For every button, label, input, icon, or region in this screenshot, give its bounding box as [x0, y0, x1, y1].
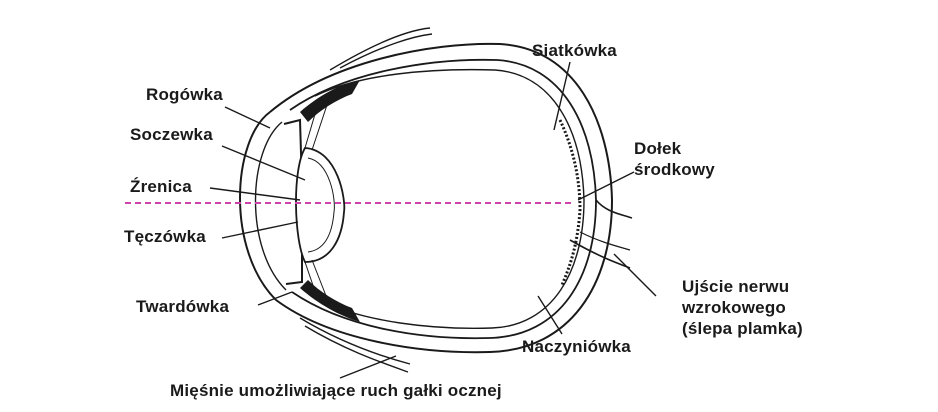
label-dolek-srodkowy: Dołek środkowy — [634, 138, 715, 180]
label-rogowka: Rogówka — [146, 85, 223, 104]
leader-miesnie — [339, 355, 397, 379]
label-nerw-line3: (ślepa plamka) — [682, 319, 803, 338]
leader-twardowka — [257, 291, 293, 306]
leader-naczyniowka — [537, 295, 563, 335]
label-siatkowka: Siatkówka — [532, 41, 617, 60]
zonule-lower — [304, 259, 331, 307]
cornea-outline — [239, 111, 277, 301]
ciliary-body-upper — [300, 80, 360, 122]
lens-outline — [295, 147, 346, 263]
label-ujscie-nerwu: Ujście nerwu wzrokowego (ślepa plamka) — [682, 276, 803, 339]
label-dolek-line1: Dołek — [634, 139, 682, 158]
label-twardowka: Twardówka — [136, 297, 230, 316]
label-zrenica: Źrenica — [130, 177, 192, 196]
lens-inner — [307, 157, 335, 253]
optic-nerve-upper — [595, 199, 633, 219]
label-teczowka: Tęczówka — [124, 227, 206, 246]
zonule-upper — [304, 95, 331, 151]
ciliary-body-lower — [300, 280, 360, 322]
leader-nerw — [613, 253, 657, 297]
optic-nerve-mid — [579, 231, 631, 251]
label-soczewka: Soczewka — [130, 125, 213, 144]
leader-siatkowka — [553, 61, 571, 131]
sclera-outline — [269, 42, 614, 354]
muscle-lower — [299, 317, 411, 373]
optic-nerve-lower — [569, 239, 631, 269]
leader-zrenica — [209, 187, 301, 201]
label-naczyniowka: Naczyniówka — [522, 337, 631, 356]
leader-rogowka — [224, 106, 271, 129]
muscle-upper — [329, 27, 433, 71]
label-dolek-line2: środkowy — [634, 160, 715, 179]
label-nerw-line1: Ujście nerwu — [682, 277, 790, 296]
label-nerw-line2: wzrokowego — [682, 298, 787, 317]
leader-teczowka — [221, 221, 299, 239]
cornea-inner — [254, 121, 287, 291]
retina-hatch — [558, 119, 582, 286]
leader-dolek — [577, 171, 635, 201]
retina-outline — [314, 68, 585, 329]
label-miesnie: Mięśnie umożliwiające ruch gałki ocznej — [170, 381, 502, 400]
leader-soczewka — [221, 145, 306, 181]
